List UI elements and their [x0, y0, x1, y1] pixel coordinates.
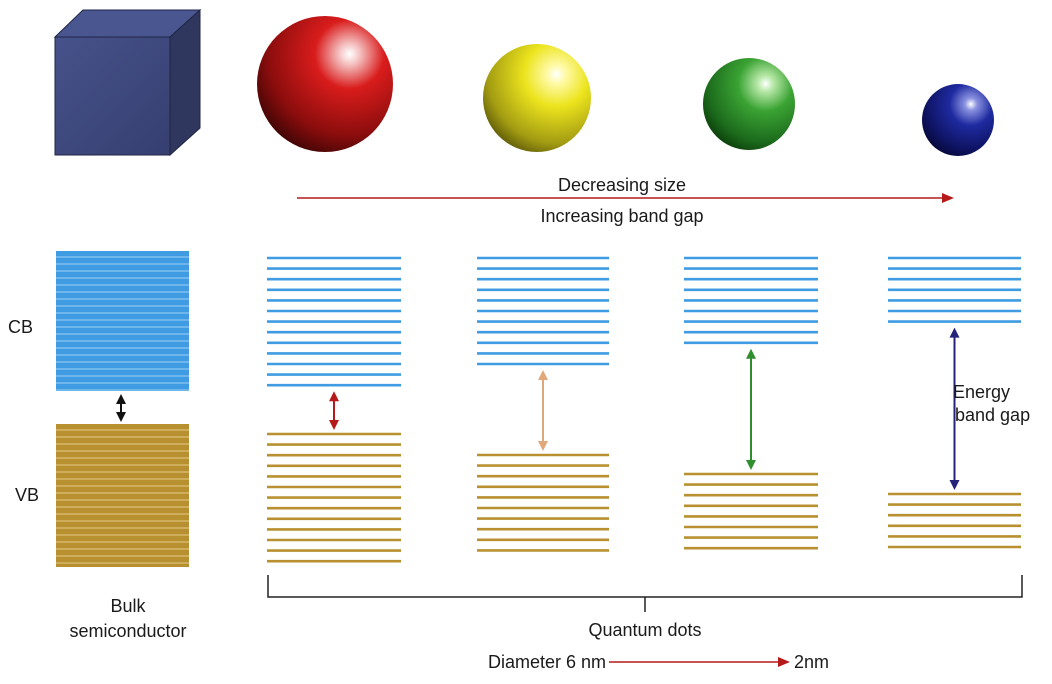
energy-label: Energy — [953, 382, 1010, 402]
band-gap-arrow-3 — [949, 327, 960, 490]
qd-red-band-levels — [267, 256, 401, 563]
bulk-band-gap-arrow — [116, 394, 126, 422]
diameter-end-label: 2nm — [794, 652, 829, 672]
quantum-dot-blue-sphere — [922, 84, 994, 156]
decreasing-size-label: Decreasing size — [558, 175, 686, 195]
band-gap-arrow-1-head-up — [538, 370, 548, 380]
band-gap-label: band gap — [955, 405, 1030, 425]
quantum-dot-yellow-sphere — [483, 44, 591, 152]
bulk-label: Bulk — [110, 596, 146, 616]
semiconductor-label: semiconductor — [69, 621, 186, 641]
band-gap-arrow-0 — [329, 391, 339, 430]
size-arrow-head — [942, 193, 954, 203]
quantum-dot-red-sphere — [257, 16, 393, 152]
band-gap-arrow-2-head-down — [746, 460, 756, 470]
bulk-gap-arrow — [116, 394, 126, 422]
bulk-valence-band — [56, 424, 189, 567]
bulk-cube — [53, 8, 202, 157]
band-gap-arrow-1-head-down — [538, 441, 548, 451]
vb-label: VB — [15, 485, 39, 505]
band-gap-arrow-0-head-up — [329, 391, 339, 402]
qd-blue-band-levels — [888, 256, 1021, 549]
band-gap-arrow-2 — [746, 348, 756, 470]
band-gap-arrow-2-head-up — [746, 348, 756, 359]
band-gap-arrow-3-head-down — [949, 480, 960, 490]
quantum-dots-label: Quantum dots — [588, 620, 701, 640]
cb-label: CB — [8, 317, 33, 337]
bulk-gap-arrow-head-up — [116, 394, 126, 404]
bulk-vb-block — [56, 424, 189, 567]
quantum-dot-green-sphere — [703, 58, 795, 150]
qd-yellow-band-levels — [477, 256, 609, 552]
band-gap-arrow-0-head-down — [329, 420, 339, 430]
band-gap-arrow-1 — [538, 370, 548, 451]
cube-front-face — [54, 36, 171, 156]
qd-green-band-levels — [684, 256, 818, 550]
band-gap-arrow-3-head-up — [949, 327, 960, 338]
quantum-dots-bracket — [267, 575, 1023, 612]
bulk-gap-arrow-head-down — [116, 412, 126, 422]
bulk-conduction-band — [56, 251, 189, 391]
diameter-start-label: Diameter 6 nm — [488, 652, 606, 672]
diameter-arrow-head — [778, 657, 790, 667]
bulk-cb-block — [56, 251, 189, 391]
increasing-band-gap-label: Increasing band gap — [540, 206, 703, 226]
